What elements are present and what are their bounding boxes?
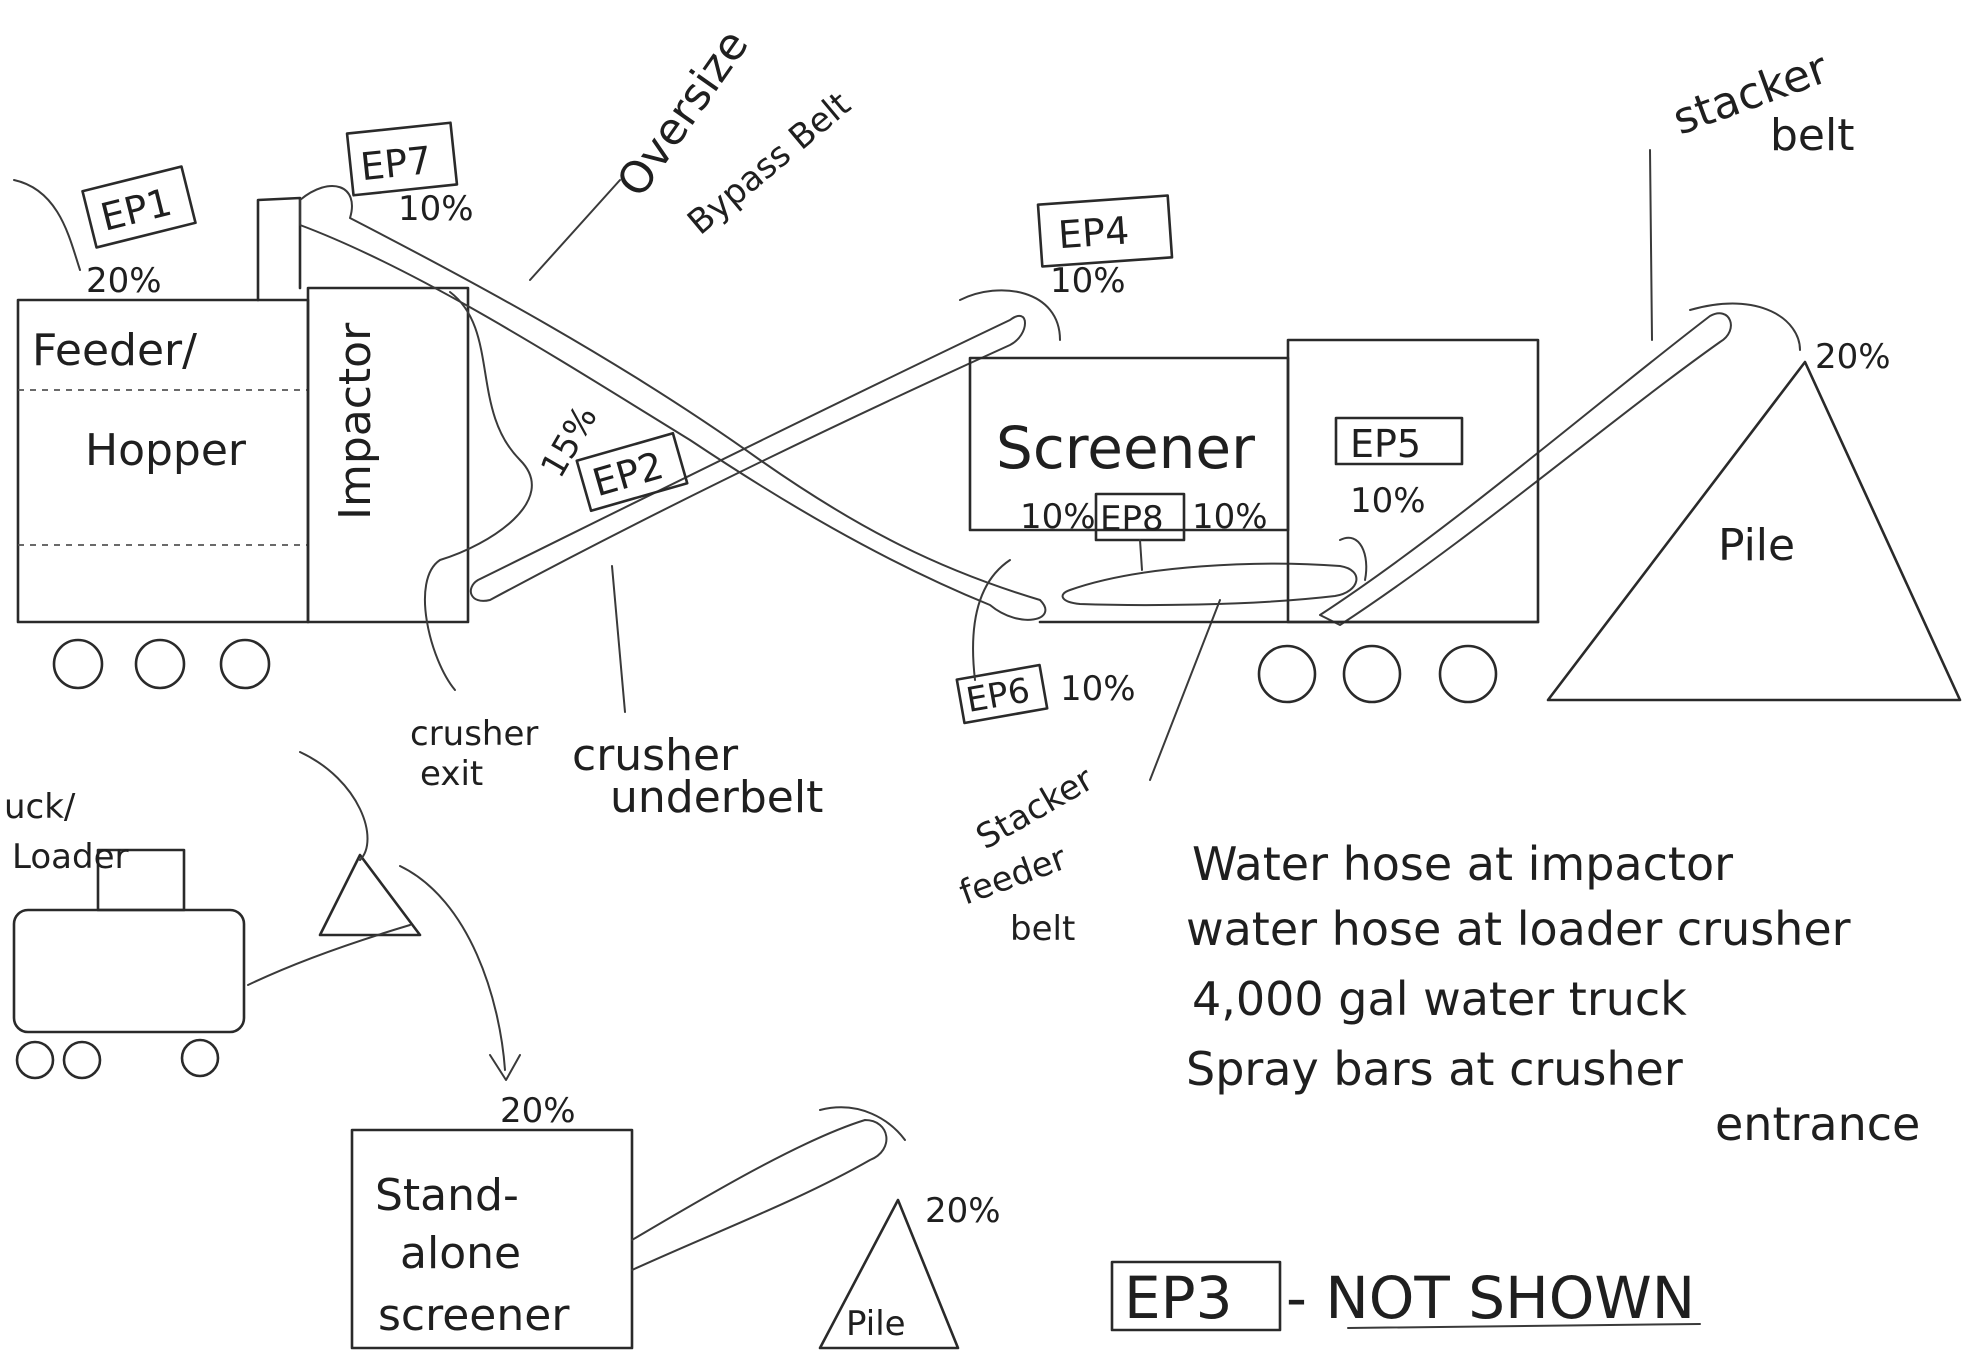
ep7-percent: 10% (398, 189, 474, 229)
feeder-hopper-unit: Feeder/ Hopper (18, 300, 308, 622)
note-5: entrance (1715, 1097, 1920, 1151)
note-3: 4,000 gal water truck (1192, 972, 1687, 1026)
feeder-label: Feeder/ (32, 325, 197, 376)
truck-label: uck/ (4, 787, 76, 827)
stacker-feeder-leader (1150, 600, 1220, 780)
small-pile-percent: 20% (925, 1191, 1001, 1231)
ep8-percent-right: 10% (1192, 497, 1268, 537)
stacker-belt (1320, 313, 1731, 625)
standalone-label-3: screener (378, 1290, 570, 1341)
ep8-label: EP8 (1100, 499, 1164, 539)
stacker-feeder-label-2: feeder (954, 838, 1071, 913)
crusher-exit-line (425, 292, 532, 690)
ep4-marker: EP4 10% (960, 196, 1172, 340)
standalone-in-percent: 20% (500, 1091, 576, 1131)
ep1-percent: 20% (86, 261, 162, 301)
loader-label: Loader (12, 837, 128, 877)
ep5-marker: EP5 10% (1336, 418, 1462, 580)
ep8-percent-left: 10% (1020, 497, 1096, 537)
ep6-marker: EP6 10% (957, 560, 1136, 723)
ep6-percent: 10% (1060, 669, 1136, 709)
crusher-underbelt-label-2: underbelt (610, 772, 823, 823)
ep3-label: EP3 (1124, 1264, 1233, 1332)
ep2-label: EP2 (588, 443, 668, 505)
oversize-bypass-belt (300, 186, 1045, 620)
ep2-marker: EP2 15% (533, 399, 687, 511)
ep7-marker: EP7 10% (347, 123, 474, 229)
stacker-feeder-label-3: belt (1010, 909, 1075, 949)
stacker-leader (1650, 150, 1652, 340)
underbelt-leader (612, 566, 625, 712)
screener-label: Screener (996, 414, 1255, 482)
ep1-marker: EP1 20% (14, 167, 196, 301)
standalone-label-1: Stand- (375, 1170, 519, 1221)
ep5-label: EP5 (1350, 422, 1421, 466)
stacker-belt-label: belt (1770, 110, 1854, 161)
stacker-feeder-label-1: Stacker (970, 759, 1101, 858)
note-4: Spray bars at crusher (1186, 1042, 1683, 1096)
impactor-unit: Impactor (258, 198, 468, 622)
screener-wheels (1259, 646, 1496, 702)
impactor-label: Impactor (330, 322, 381, 520)
screener-unit: Screener (970, 340, 1538, 622)
note-2: water hose at loader crusher (1186, 902, 1851, 956)
standalone-screener: Stand- alone screener (352, 1107, 905, 1348)
ep4-label: EP4 (1057, 208, 1131, 257)
ep4-percent: 10% (1050, 261, 1126, 301)
ep8-marker: EP8 10% 10% (1020, 494, 1268, 570)
main-pile-percent: 20% (1815, 337, 1891, 377)
ep3-not-shown: - NOT SHOWN (1286, 1264, 1695, 1332)
hopper-label: Hopper (85, 425, 247, 476)
note-1: Water hose at impactor (1192, 837, 1733, 891)
ep3-callout: EP3 - NOT SHOWN (1112, 1262, 1700, 1332)
truck-loader: uck/ Loader (4, 752, 520, 1080)
crusher-exit-label-1: crusher (410, 714, 538, 754)
main-pile-label: Pile (1718, 520, 1795, 571)
standalone-label-2: alone (400, 1228, 521, 1279)
stacker-feeder-belt (1063, 564, 1357, 605)
feeder-wheels (54, 640, 269, 688)
ep5-percent: 10% (1350, 481, 1426, 521)
crusher-exit-label-2: exit (420, 754, 483, 794)
main-pile: Pile (1548, 362, 1960, 700)
ep7-label: EP7 (358, 138, 433, 189)
pile-drop-arrow (1690, 304, 1800, 350)
oversize-leader (530, 180, 620, 280)
small-pile-label: Pile (846, 1304, 906, 1344)
